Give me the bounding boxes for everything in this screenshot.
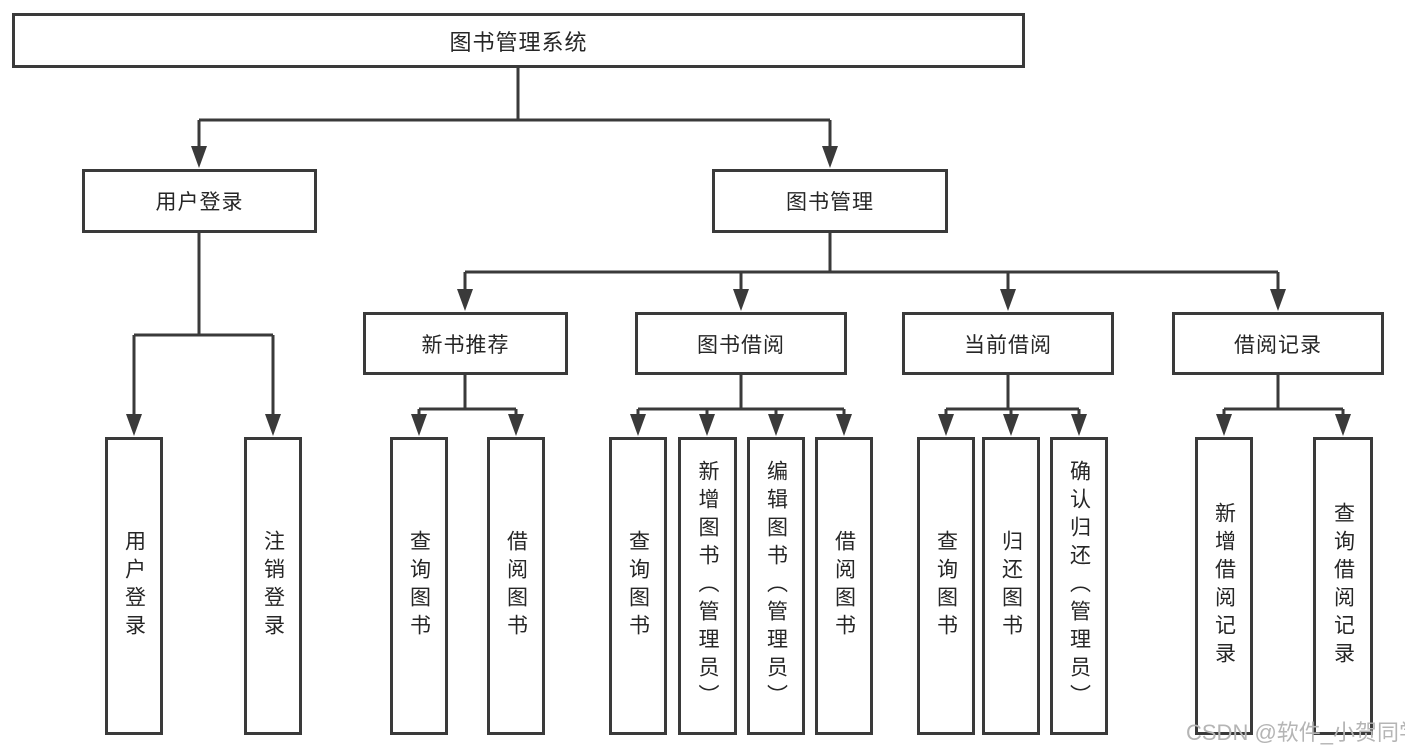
connector-path <box>132 68 1345 415</box>
leaf-label: 新增图书（管理员） <box>696 460 719 712</box>
leaf-query-borrow-record: 查询借阅记录 <box>1313 437 1373 735</box>
leaf-label: 查询借阅记录 <box>1331 502 1355 670</box>
node-user-login: 用户登录 <box>82 169 317 233</box>
leaf-confirm-return-admin: 确认归还（管理员） <box>1050 437 1108 735</box>
leaf-label: 用户登录 <box>122 530 146 642</box>
leaf-logout: 注销登录 <box>244 437 302 735</box>
arrowheads <box>126 146 1351 436</box>
node-book-borrow: 图书借阅 <box>635 312 847 375</box>
leaf-label: 借阅图书 <box>504 530 528 642</box>
leaf-query-books-borrow: 查询图书 <box>609 437 667 735</box>
leaf-label: 注销登录 <box>261 530 285 642</box>
leaf-label: 查询图书 <box>934 530 958 642</box>
csdn-watermark: CSDN @软件_小贺同学 <box>1186 720 1405 745</box>
leaf-query-books-current: 查询图书 <box>917 437 975 735</box>
leaf-label: 查询图书 <box>626 530 650 642</box>
leaf-query-books-recommend: 查询图书 <box>390 437 448 735</box>
node-label: 借阅记录 <box>1234 333 1322 357</box>
leaf-label: 确认归还（管理员） <box>1067 460 1091 712</box>
leaf-label: 新增借阅记录 <box>1212 502 1236 670</box>
leaf-label: 编辑图书（管理员） <box>764 460 788 712</box>
leaf-edit-books-admin: 编辑图书（管理员） <box>747 437 805 735</box>
leaf-label: 归还图书 <box>999 530 1023 642</box>
node-book-management: 图书管理 <box>712 169 948 233</box>
node-label: 新书推荐 <box>421 333 510 357</box>
node-label: 当前借阅 <box>964 333 1052 357</box>
node-label: 图书管理系统 <box>449 29 588 55</box>
node-borrow-records: 借阅记录 <box>1172 312 1384 375</box>
leaf-borrow-books: 借阅图书 <box>815 437 873 735</box>
node-current-borrow: 当前借阅 <box>902 312 1114 375</box>
leaf-add-books-admin: 新增图书（管理员） <box>678 437 737 735</box>
node-label: 图书借阅 <box>697 333 785 357</box>
leaf-label: 查询图书 <box>407 530 431 642</box>
leaf-borrow-books-recommend: 借阅图书 <box>487 437 545 735</box>
node-root-library-system: 图书管理系统 <box>12 13 1025 68</box>
leaf-add-borrow-record: 新增借阅记录 <box>1195 437 1253 735</box>
leaf-label: 借阅图书 <box>832 530 856 642</box>
leaf-return-books: 归还图书 <box>982 437 1040 735</box>
node-label: 用户登录 <box>155 191 244 214</box>
node-label: 图书管理 <box>786 191 874 214</box>
node-new-book-recommend: 新书推荐 <box>363 312 568 375</box>
leaf-user-login: 用户登录 <box>105 437 163 735</box>
